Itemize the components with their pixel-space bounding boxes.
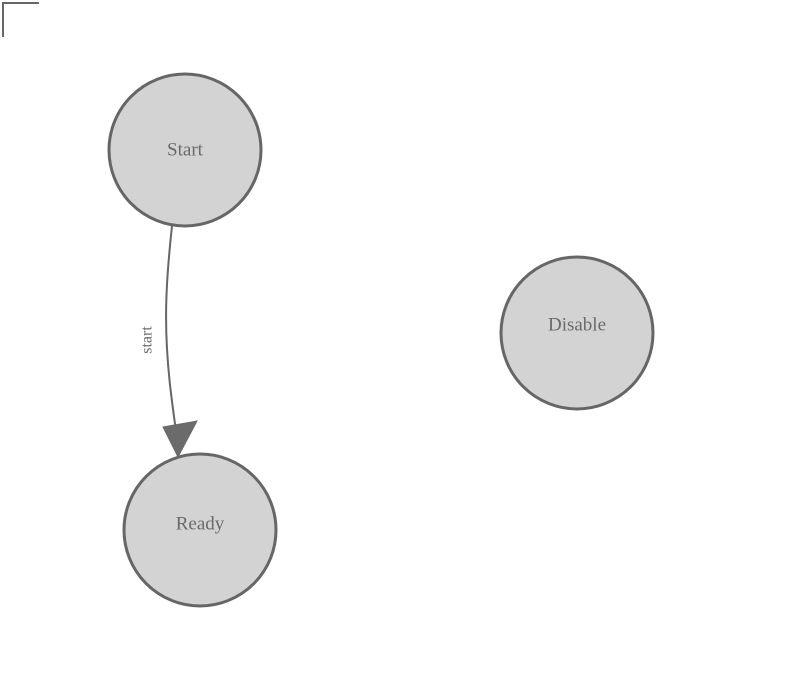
node-start-label: Start [167, 139, 204, 160]
edge-label-start: start [139, 326, 156, 354]
arrowhead-icon [162, 420, 198, 459]
node-start[interactable]: Start [107, 72, 263, 228]
node-ready-circle[interactable] [122, 452, 278, 608]
node-disable[interactable]: Disable [499, 255, 655, 411]
canvas-corner-bracket-icon [2, 2, 39, 37]
node-disable-circle[interactable] [499, 255, 655, 411]
node-disable-label: Disable [548, 314, 606, 335]
node-ready[interactable]: Ready [122, 452, 278, 608]
edge-path [165, 225, 178, 438]
node-start-circle[interactable] [107, 72, 263, 228]
edge-start-to-ready[interactable]: start [139, 225, 198, 459]
node-ready-label: Ready [176, 513, 225, 534]
